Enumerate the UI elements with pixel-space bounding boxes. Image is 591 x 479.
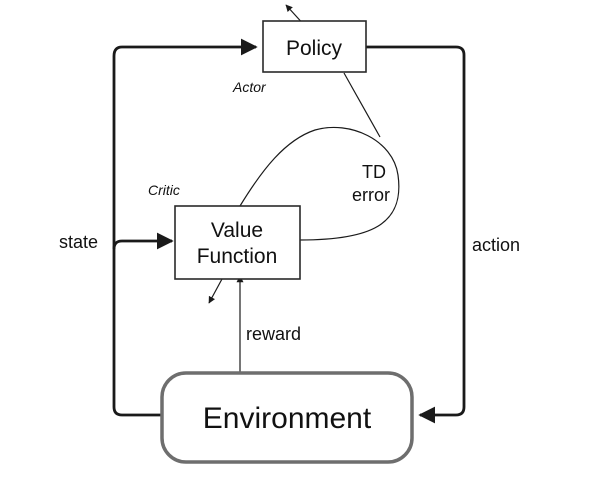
action-line: [366, 45, 466, 424]
policy-box[interactable]: [262, 20, 367, 73]
state-to-value-line: [112, 232, 174, 250]
td-error-curve: [239, 126, 400, 241]
critic-label: Critic: [148, 182, 180, 198]
value-function-label-line1: Value: [211, 219, 263, 242]
actor-label: Actor: [232, 79, 267, 95]
state-label: state: [59, 232, 98, 252]
td-error-to-policy-line: [343, 72, 381, 138]
value-function-box[interactable]: [174, 205, 301, 280]
environment-box[interactable]: [160, 371, 414, 464]
state-loop-line: [112, 38, 258, 417]
action-label: action: [472, 235, 520, 255]
reward-label: reward: [246, 324, 301, 344]
value-update-arrow: [208, 278, 223, 304]
td-error-label-line1: TD: [362, 162, 386, 182]
policy-label: Policy: [286, 37, 343, 60]
td-error-label-line2: error: [352, 185, 390, 205]
value-function-label-line2: Function: [197, 245, 278, 268]
environment-label: Environment: [203, 402, 372, 435]
